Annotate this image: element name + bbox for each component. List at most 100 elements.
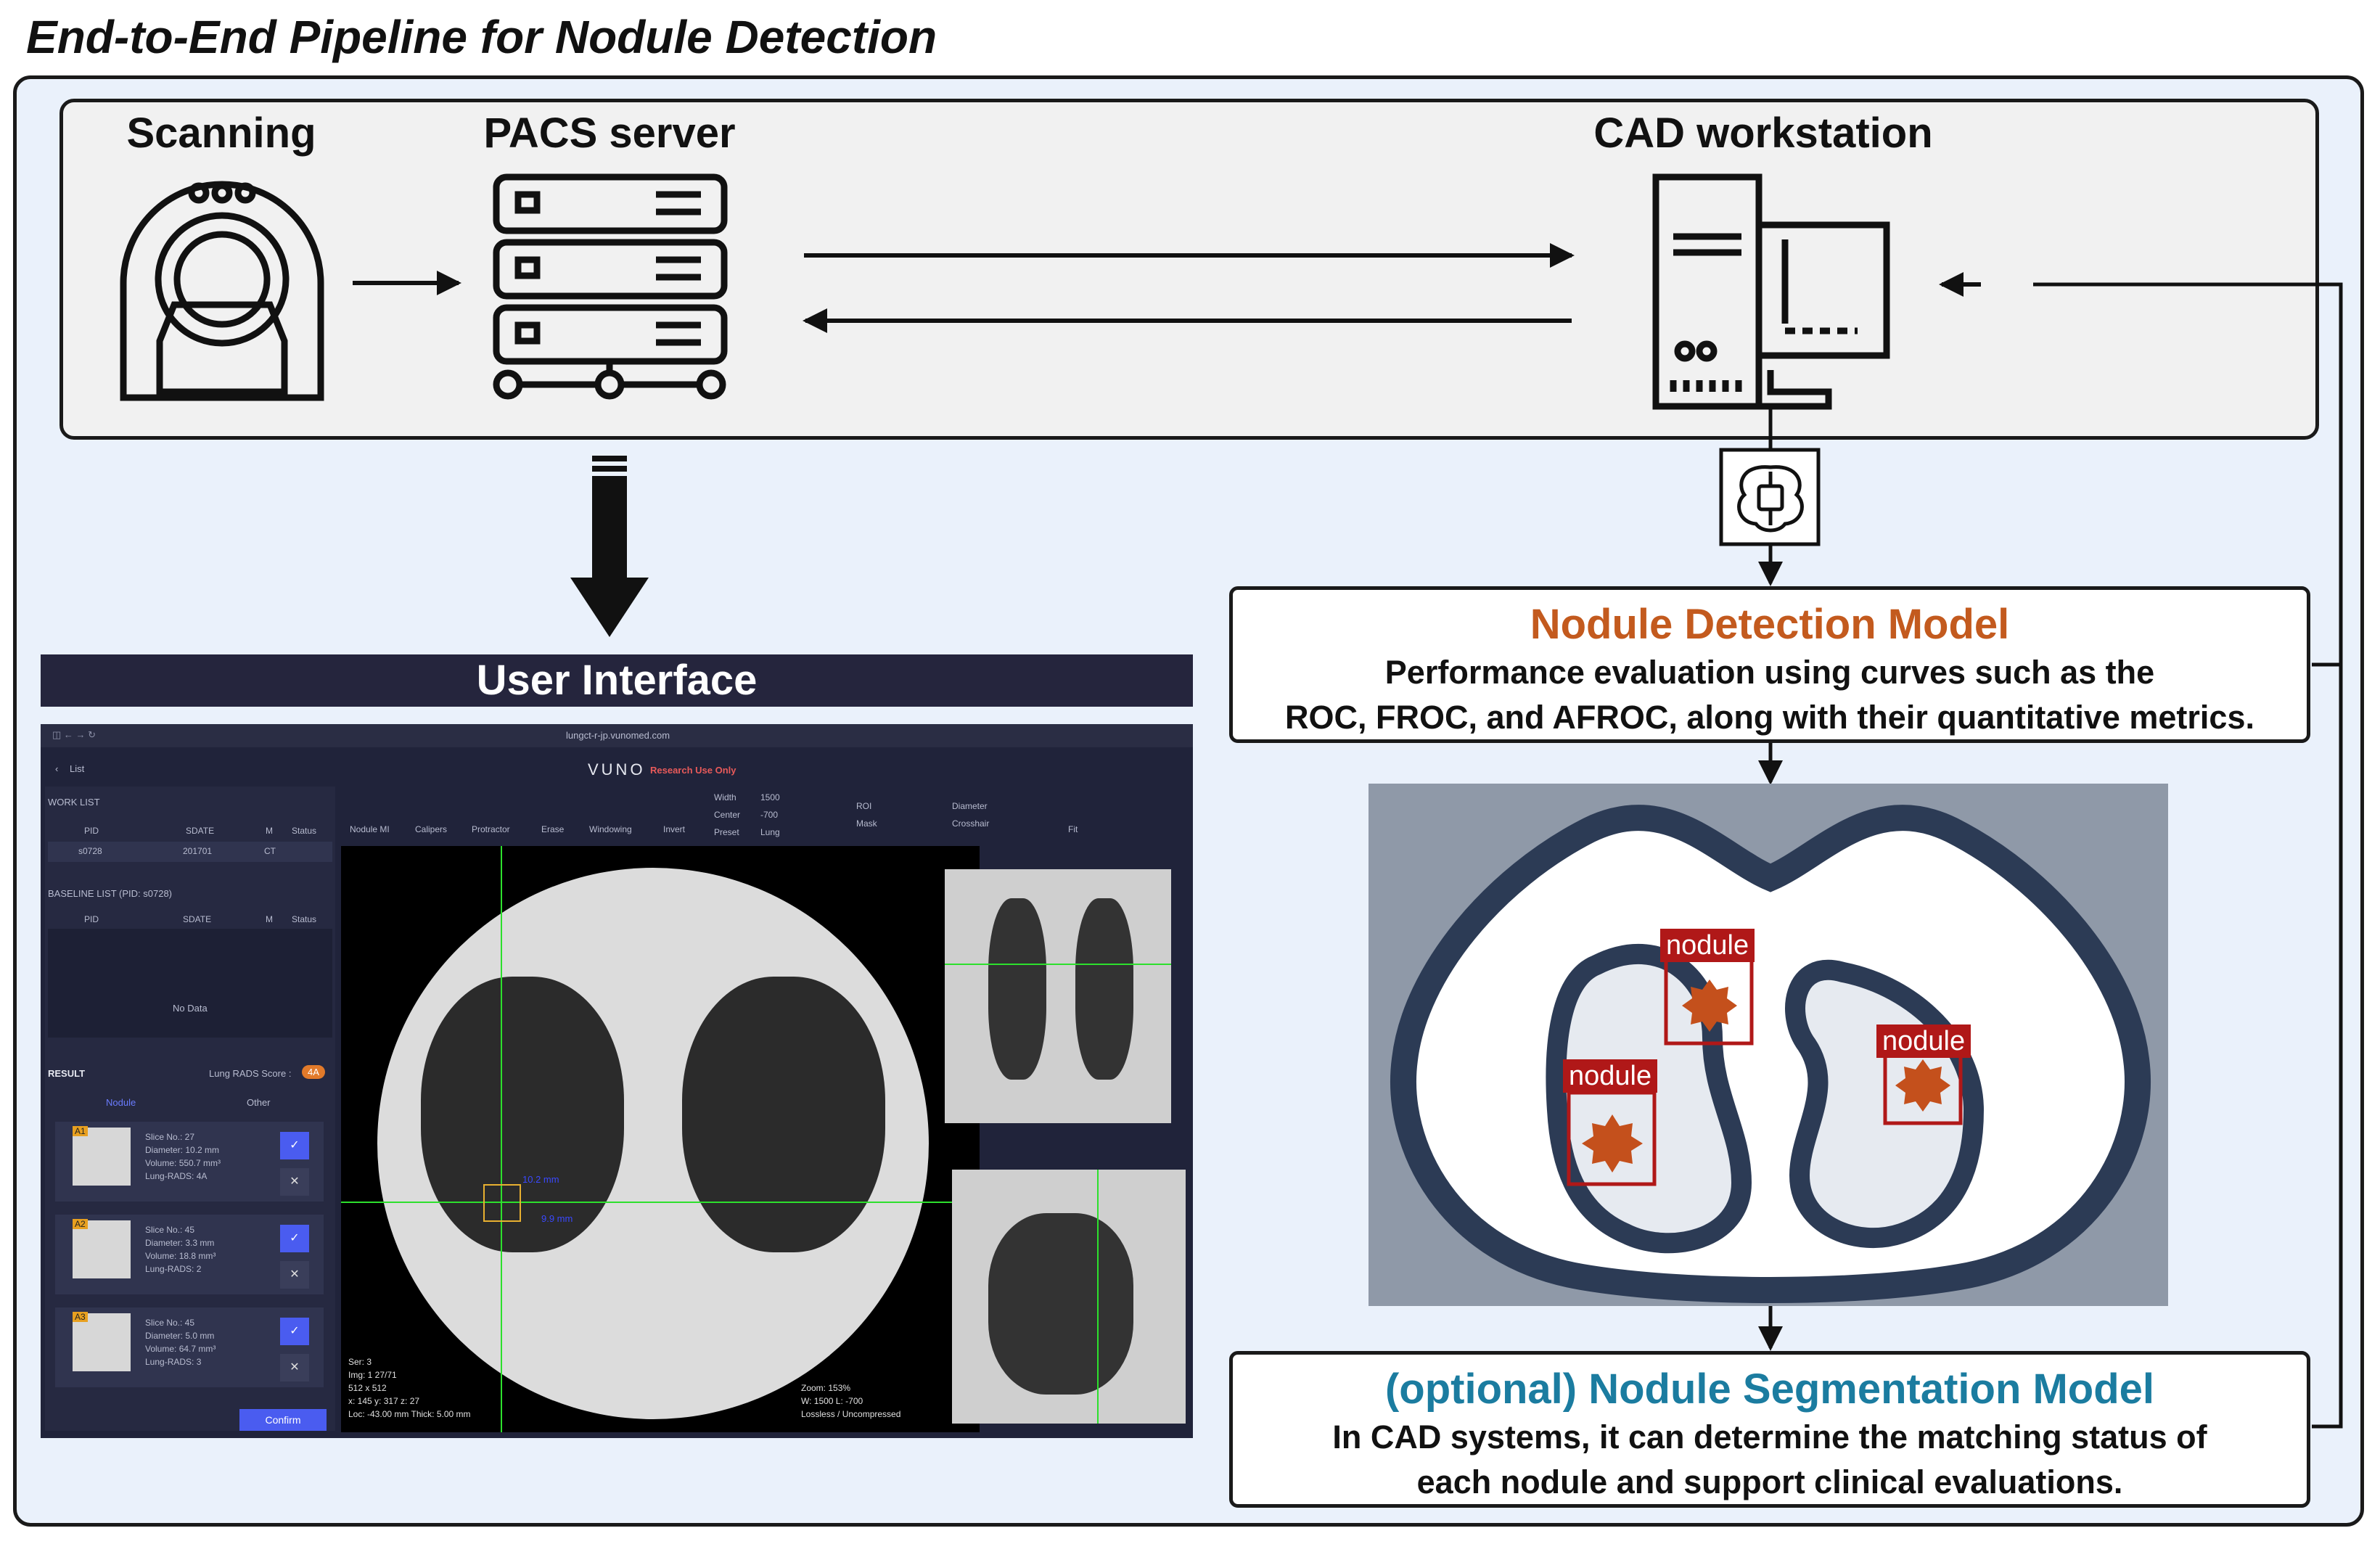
crosshair-vertical xyxy=(501,846,502,1432)
detection-model-title: Nodule Detection Model xyxy=(1530,601,2010,648)
nodule-label-2: nodule xyxy=(1563,1059,1658,1093)
viewer-info: Lossless / Uncompressed xyxy=(801,1409,901,1419)
detection-model-panel: Nodule Detection Model Performance evalu… xyxy=(1229,586,2310,743)
check-icon[interactable]: ✓ xyxy=(280,1318,309,1345)
tool-windowing[interactable]: Windowing xyxy=(589,824,632,834)
axial-viewer[interactable]: 10.2 mm 9.9 mm Ser: 3 Img: 1 27/71 512 x… xyxy=(341,846,980,1432)
preset-select[interactable]: Lung xyxy=(760,827,780,837)
back-chevron-icon[interactable]: ‹ xyxy=(55,763,59,774)
nodule-info: Diameter: 10.2 mm xyxy=(145,1145,220,1155)
viewer-info: Img: 1 27/71 xyxy=(348,1370,397,1380)
sagittal-lung xyxy=(988,1213,1133,1395)
scanning-label: Scanning xyxy=(126,110,316,157)
nodule-info: Volume: 64.7 mm³ xyxy=(145,1344,216,1354)
browser-bar xyxy=(41,724,1193,747)
tab-nodule[interactable]: Nodule xyxy=(106,1097,136,1108)
nodule-star-1 xyxy=(1682,980,1737,1032)
nodule-label-1: nodule xyxy=(1660,929,1755,962)
width-label: Width xyxy=(714,792,736,802)
check-icon[interactable]: ✓ xyxy=(280,1132,309,1159)
browser-nav-icons: ◫ ← → ↻ xyxy=(52,729,97,740)
no-data-text: No Data xyxy=(173,1003,208,1014)
baseline-title: BASELINE LIST (PID: s0728) xyxy=(48,888,172,899)
nodule-star-2 xyxy=(1582,1114,1643,1173)
baseline-empty-area xyxy=(48,929,332,1038)
tool-protractor[interactable]: Protractor xyxy=(472,824,510,834)
sagittal-viewer[interactable] xyxy=(952,1170,1186,1424)
server-icon xyxy=(493,173,728,400)
viewer-info: Ser: 3 xyxy=(348,1357,372,1367)
measure-label: 9.9 mm xyxy=(541,1213,573,1224)
segmentation-model-title: (optional) Nodule Segmentation Model xyxy=(1384,1366,2155,1413)
nodule-box-2 xyxy=(1567,1091,1657,1186)
left-lung xyxy=(682,977,885,1252)
nodule-info: Volume: 18.8 mm³ xyxy=(145,1251,216,1261)
brand-logo: vuno xyxy=(588,760,646,779)
viewer-info: x: 145 y: 317 z: 27 xyxy=(348,1396,420,1406)
toggle-mask[interactable]: Mask xyxy=(856,818,877,829)
nodule-info: Volume: 550.7 mm³ xyxy=(145,1158,221,1168)
nodule-info: Slice No.: 27 xyxy=(145,1132,195,1142)
toggle-roi[interactable]: ROI xyxy=(856,801,872,811)
lung-rads-badge: 4A xyxy=(302,1065,325,1079)
user-interface-header: User Interface xyxy=(41,654,1193,707)
worklist-col: Status xyxy=(292,826,317,836)
coronal-right-lung xyxy=(988,898,1046,1080)
viewer-info: W: 1500 L: -700 xyxy=(801,1396,863,1406)
sagittal-crosshair xyxy=(1097,1170,1099,1424)
worklist-col: SDATE xyxy=(186,826,215,836)
segmentation-model-panel: (optional) Nodule Segmentation Model In … xyxy=(1229,1351,2310,1508)
pacs-server-label: PACS server xyxy=(483,110,736,157)
nodule-thumbnail xyxy=(73,1313,131,1371)
baseline-col: Status xyxy=(292,914,317,924)
toggle-diameter[interactable]: Diameter xyxy=(952,801,988,811)
back-list-link[interactable]: List xyxy=(70,763,85,774)
infrastructure-box xyxy=(60,99,2319,440)
worklist-title: WORK LIST xyxy=(48,797,100,808)
tool-nodule-mi[interactable]: Nodule MI xyxy=(350,824,390,834)
nodule-tag: A2 xyxy=(73,1219,88,1229)
nodule-info: Diameter: 3.3 mm xyxy=(145,1238,215,1248)
nodule-thumbnail xyxy=(73,1128,131,1186)
ai-brain-icon xyxy=(1737,465,1804,533)
feedback-loop-line xyxy=(2033,282,2343,1429)
viewer-info: Zoom: 153% xyxy=(801,1383,851,1393)
table-row[interactable] xyxy=(48,842,332,862)
baseline-col: SDATE xyxy=(183,914,212,924)
nodule-info: Diameter: 5.0 mm xyxy=(145,1331,215,1341)
right-lung xyxy=(421,977,624,1252)
ct-scanner-icon xyxy=(120,181,324,401)
close-icon[interactable]: ✕ xyxy=(280,1261,309,1289)
tool-invert[interactable]: Invert xyxy=(663,824,686,834)
segmentation-model-desc-2: each nodule and support clinical evaluat… xyxy=(1416,1463,2123,1500)
nodule-label-3: nodule xyxy=(1876,1024,1971,1058)
detection-model-desc-2: ROC, FROC, and AFROC, along with their q… xyxy=(1285,699,2254,736)
center-value[interactable]: -700 xyxy=(760,810,779,820)
workstation-icon xyxy=(1652,173,1890,410)
nodule-thumbnail xyxy=(73,1220,131,1278)
worklist-col: M xyxy=(266,826,273,836)
confirm-button[interactable]: Confirm xyxy=(239,1409,327,1431)
fit-button[interactable]: Fit xyxy=(1068,824,1078,834)
viewer-info: Loc: -43.00 mm Thick: 5.00 mm xyxy=(348,1409,471,1419)
close-icon[interactable]: ✕ xyxy=(280,1354,309,1381)
coronal-viewer[interactable] xyxy=(945,869,1171,1123)
tool-calipers[interactable]: Calipers xyxy=(415,824,448,834)
tool-erase[interactable]: Erase xyxy=(541,824,565,834)
research-tag: Research Use Only xyxy=(650,765,736,776)
coronal-left-lung xyxy=(1075,898,1133,1080)
close-icon[interactable]: ✕ xyxy=(280,1168,309,1196)
measure-label: 10.2 mm xyxy=(522,1174,559,1185)
width-value[interactable]: 1500 xyxy=(760,792,780,802)
toggle-crosshair[interactable]: Crosshair xyxy=(952,818,990,829)
ui-screenshot: lungct-r-jp.vunomed.com ◫ ← → ↻ List ‹ v… xyxy=(41,724,1193,1438)
nodule-roi-box[interactable] xyxy=(483,1184,521,1222)
tab-other[interactable]: Other xyxy=(247,1097,271,1108)
down-arrow-to-ui xyxy=(570,456,649,637)
check-icon[interactable]: ✓ xyxy=(280,1225,309,1252)
crosshair-horizontal xyxy=(341,1202,980,1203)
worklist-col: PID xyxy=(84,826,99,836)
worklist-cell: 201701 xyxy=(183,846,213,856)
